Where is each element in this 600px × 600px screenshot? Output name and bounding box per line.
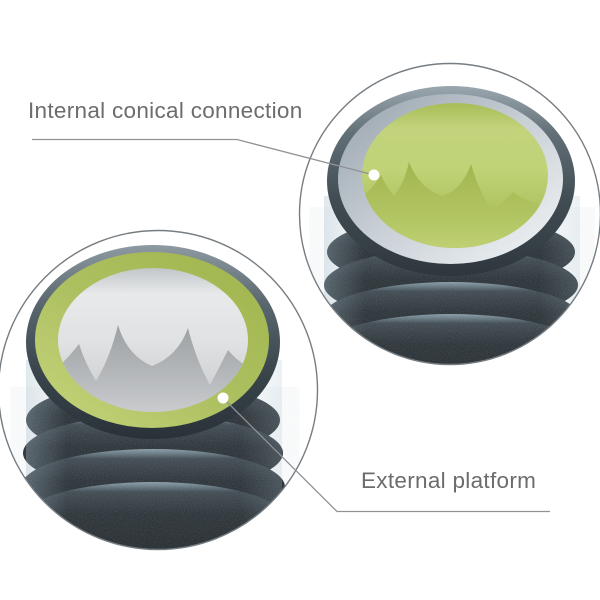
callout-line-external (222, 397, 550, 513)
label-external-platform: External platform (361, 468, 537, 493)
implant-bottom-internal-crown (58, 325, 248, 412)
annotation-circle-bottom (0, 229, 319, 551)
implant-bottom (20, 245, 286, 550)
callout-line-internal (32, 138, 375, 176)
implant-top (321, 86, 582, 365)
callout-dot-internal (368, 169, 380, 181)
callout-dot-external (217, 392, 229, 404)
label-internal-conical-connection: Internal conical connection (28, 98, 303, 123)
annotation-circle-top (298, 62, 600, 366)
